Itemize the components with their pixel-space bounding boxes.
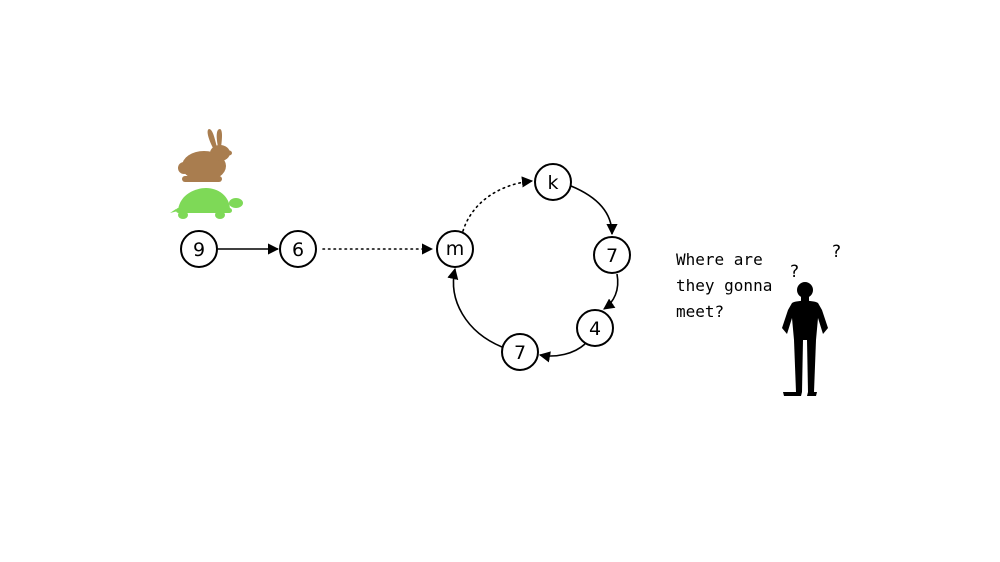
node-k: k <box>534 163 572 201</box>
node-4-label: 4 <box>589 318 601 340</box>
node-6-label: 6 <box>292 239 304 261</box>
turtle-icon <box>170 188 243 219</box>
person-icon <box>782 282 828 396</box>
rabbit-icon <box>178 129 232 182</box>
question-mark-left: ? <box>790 262 799 282</box>
caption-line-1: Where are <box>676 250 763 269</box>
edge-k-7 <box>570 185 618 236</box>
caption-line-3: meet? <box>676 302 724 321</box>
node-9-label: 9 <box>193 239 205 261</box>
node-9: 9 <box>180 230 218 268</box>
edge-7-4 <box>603 273 619 310</box>
node-4: 4 <box>576 309 614 347</box>
node-m-label: m <box>446 238 465 260</box>
node-k-label: k <box>547 172 558 194</box>
caption-line-2: they gonna <box>676 276 772 295</box>
node-m: m <box>436 230 474 268</box>
node-7-bottom-label: 7 <box>514 342 526 364</box>
question-mark-right: ? <box>832 242 841 262</box>
node-6: 6 <box>279 230 317 268</box>
node-7-right: 7 <box>593 236 631 274</box>
edge-4-7 <box>538 343 586 363</box>
edge-7-m <box>447 267 503 348</box>
caption: Where are they gonna meet? <box>676 250 772 321</box>
edge-m-k-dotted <box>462 176 534 232</box>
node-7-bottom: 7 <box>501 333 539 371</box>
node-7-right-label: 7 <box>606 245 618 267</box>
